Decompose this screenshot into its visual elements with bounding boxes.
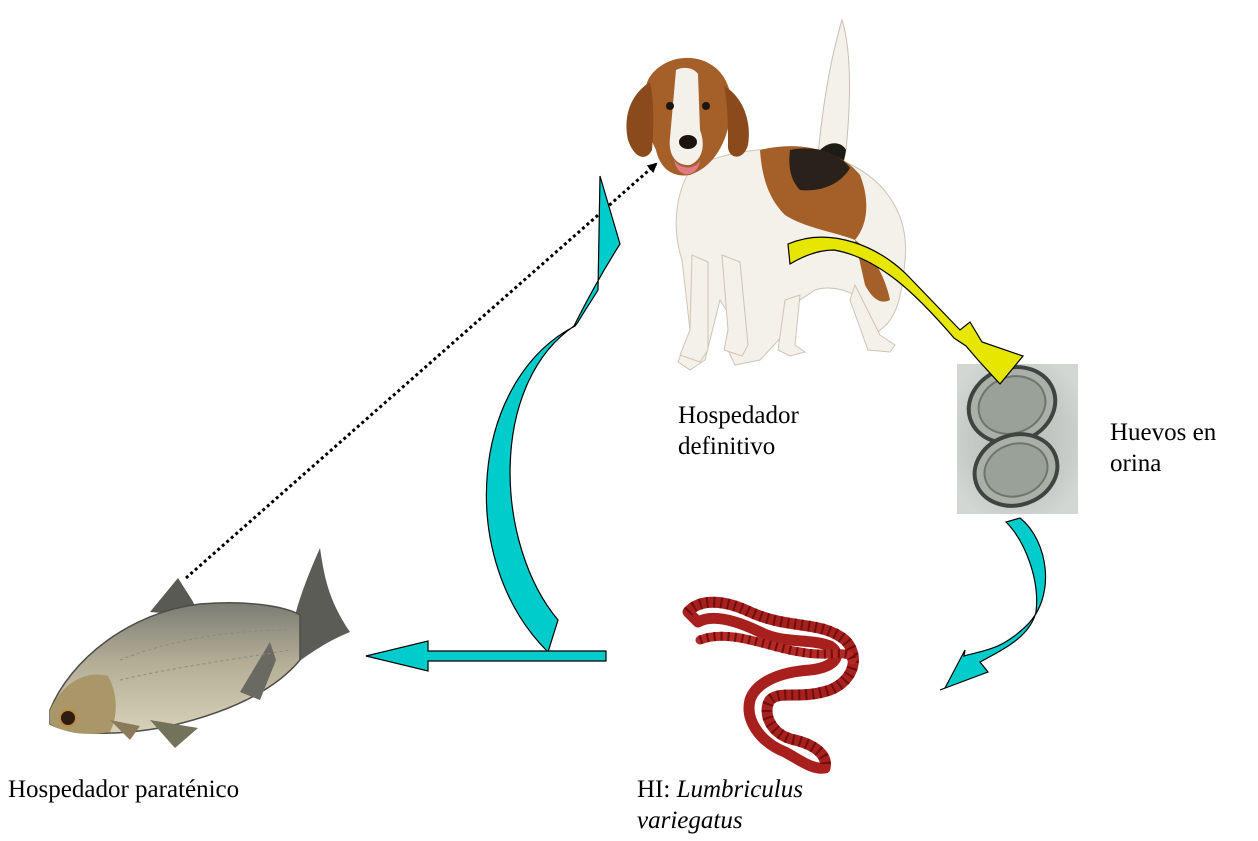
label-intermediate-host: HI: Lumbriculus variegatus	[637, 774, 803, 836]
eggs-micrograph	[957, 355, 1078, 516]
cyan-arrow-eggs-to-worm	[940, 518, 1046, 690]
dog-image	[626, 20, 905, 370]
worm-image	[688, 602, 853, 768]
label-paratenic-host: Hospedador paraténico	[8, 774, 239, 805]
dotted-arrow-fish-to-dog	[186, 164, 656, 578]
label-definitive-host: Hospedador definitivo	[678, 400, 799, 462]
species-name-line2: variegatus	[637, 807, 743, 834]
species-name: Lumbriculus	[677, 776, 803, 803]
cyan-arrow-worm-to-dog	[486, 176, 620, 652]
label-eggs-in-urine: Huevos en orina	[1110, 417, 1216, 479]
intermediate-host-prefix: HI:	[637, 776, 677, 803]
fish-image	[50, 548, 350, 748]
cyan-arrow-worm-to-fish	[366, 641, 606, 671]
